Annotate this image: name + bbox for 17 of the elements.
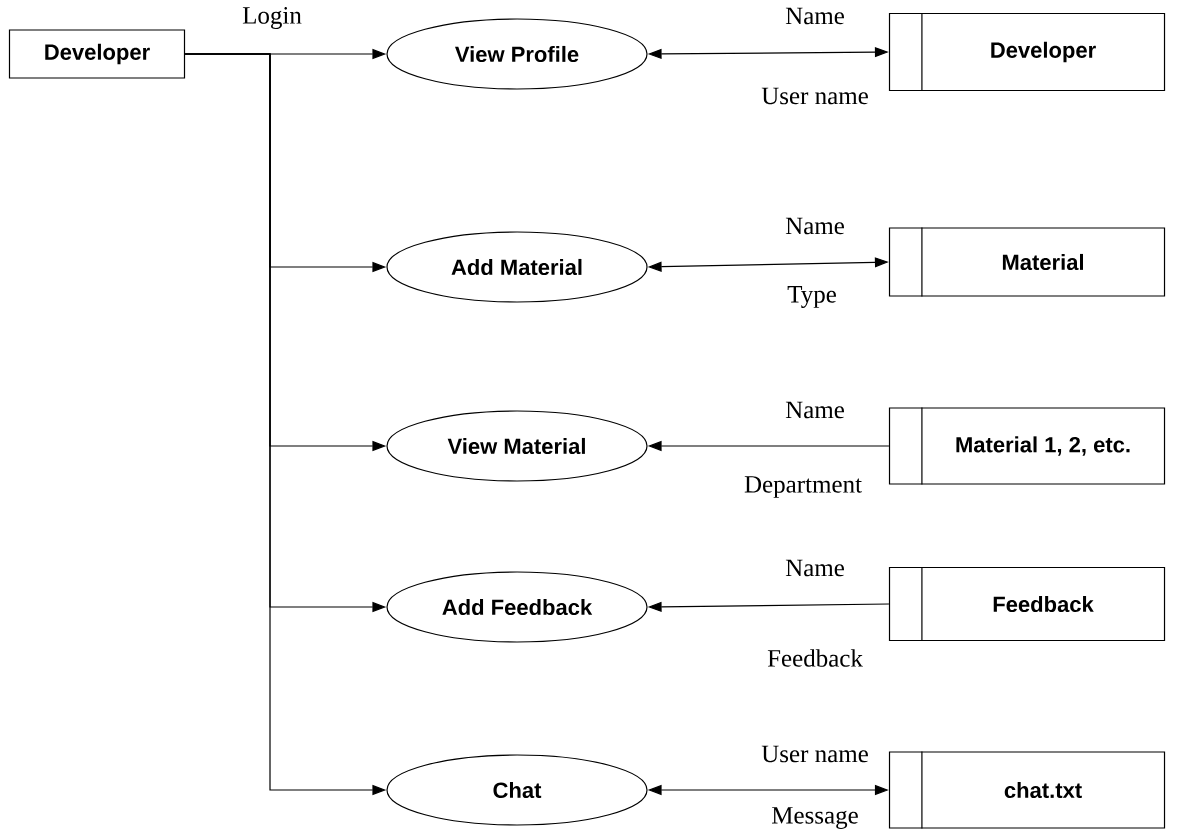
data-store: Material 1, 2, etc.: [888, 406, 1166, 486]
flow-label: Message: [772, 807, 858, 829]
flow-label: Type: [787, 286, 836, 308]
flow-label: Feedback: [767, 649, 863, 667]
edge-label: User name: [761, 745, 868, 763]
data-store: Developer: [888, 12, 1166, 92]
flow-label: User name: [761, 87, 868, 105]
edge-label: Name: [785, 559, 844, 577]
data-store: Feedback: [888, 566, 1166, 642]
data-store: Material: [888, 226, 1166, 298]
flow-label: Department: [744, 476, 862, 498]
edge-label: Name: [785, 217, 844, 235]
edge-label: Login: [242, 7, 302, 29]
entity-box: Developer: [8, 29, 186, 79]
edge-label: Name: [785, 7, 844, 25]
edge-label: Name: [785, 401, 844, 419]
data-store: chat.txt: [888, 750, 1166, 830]
